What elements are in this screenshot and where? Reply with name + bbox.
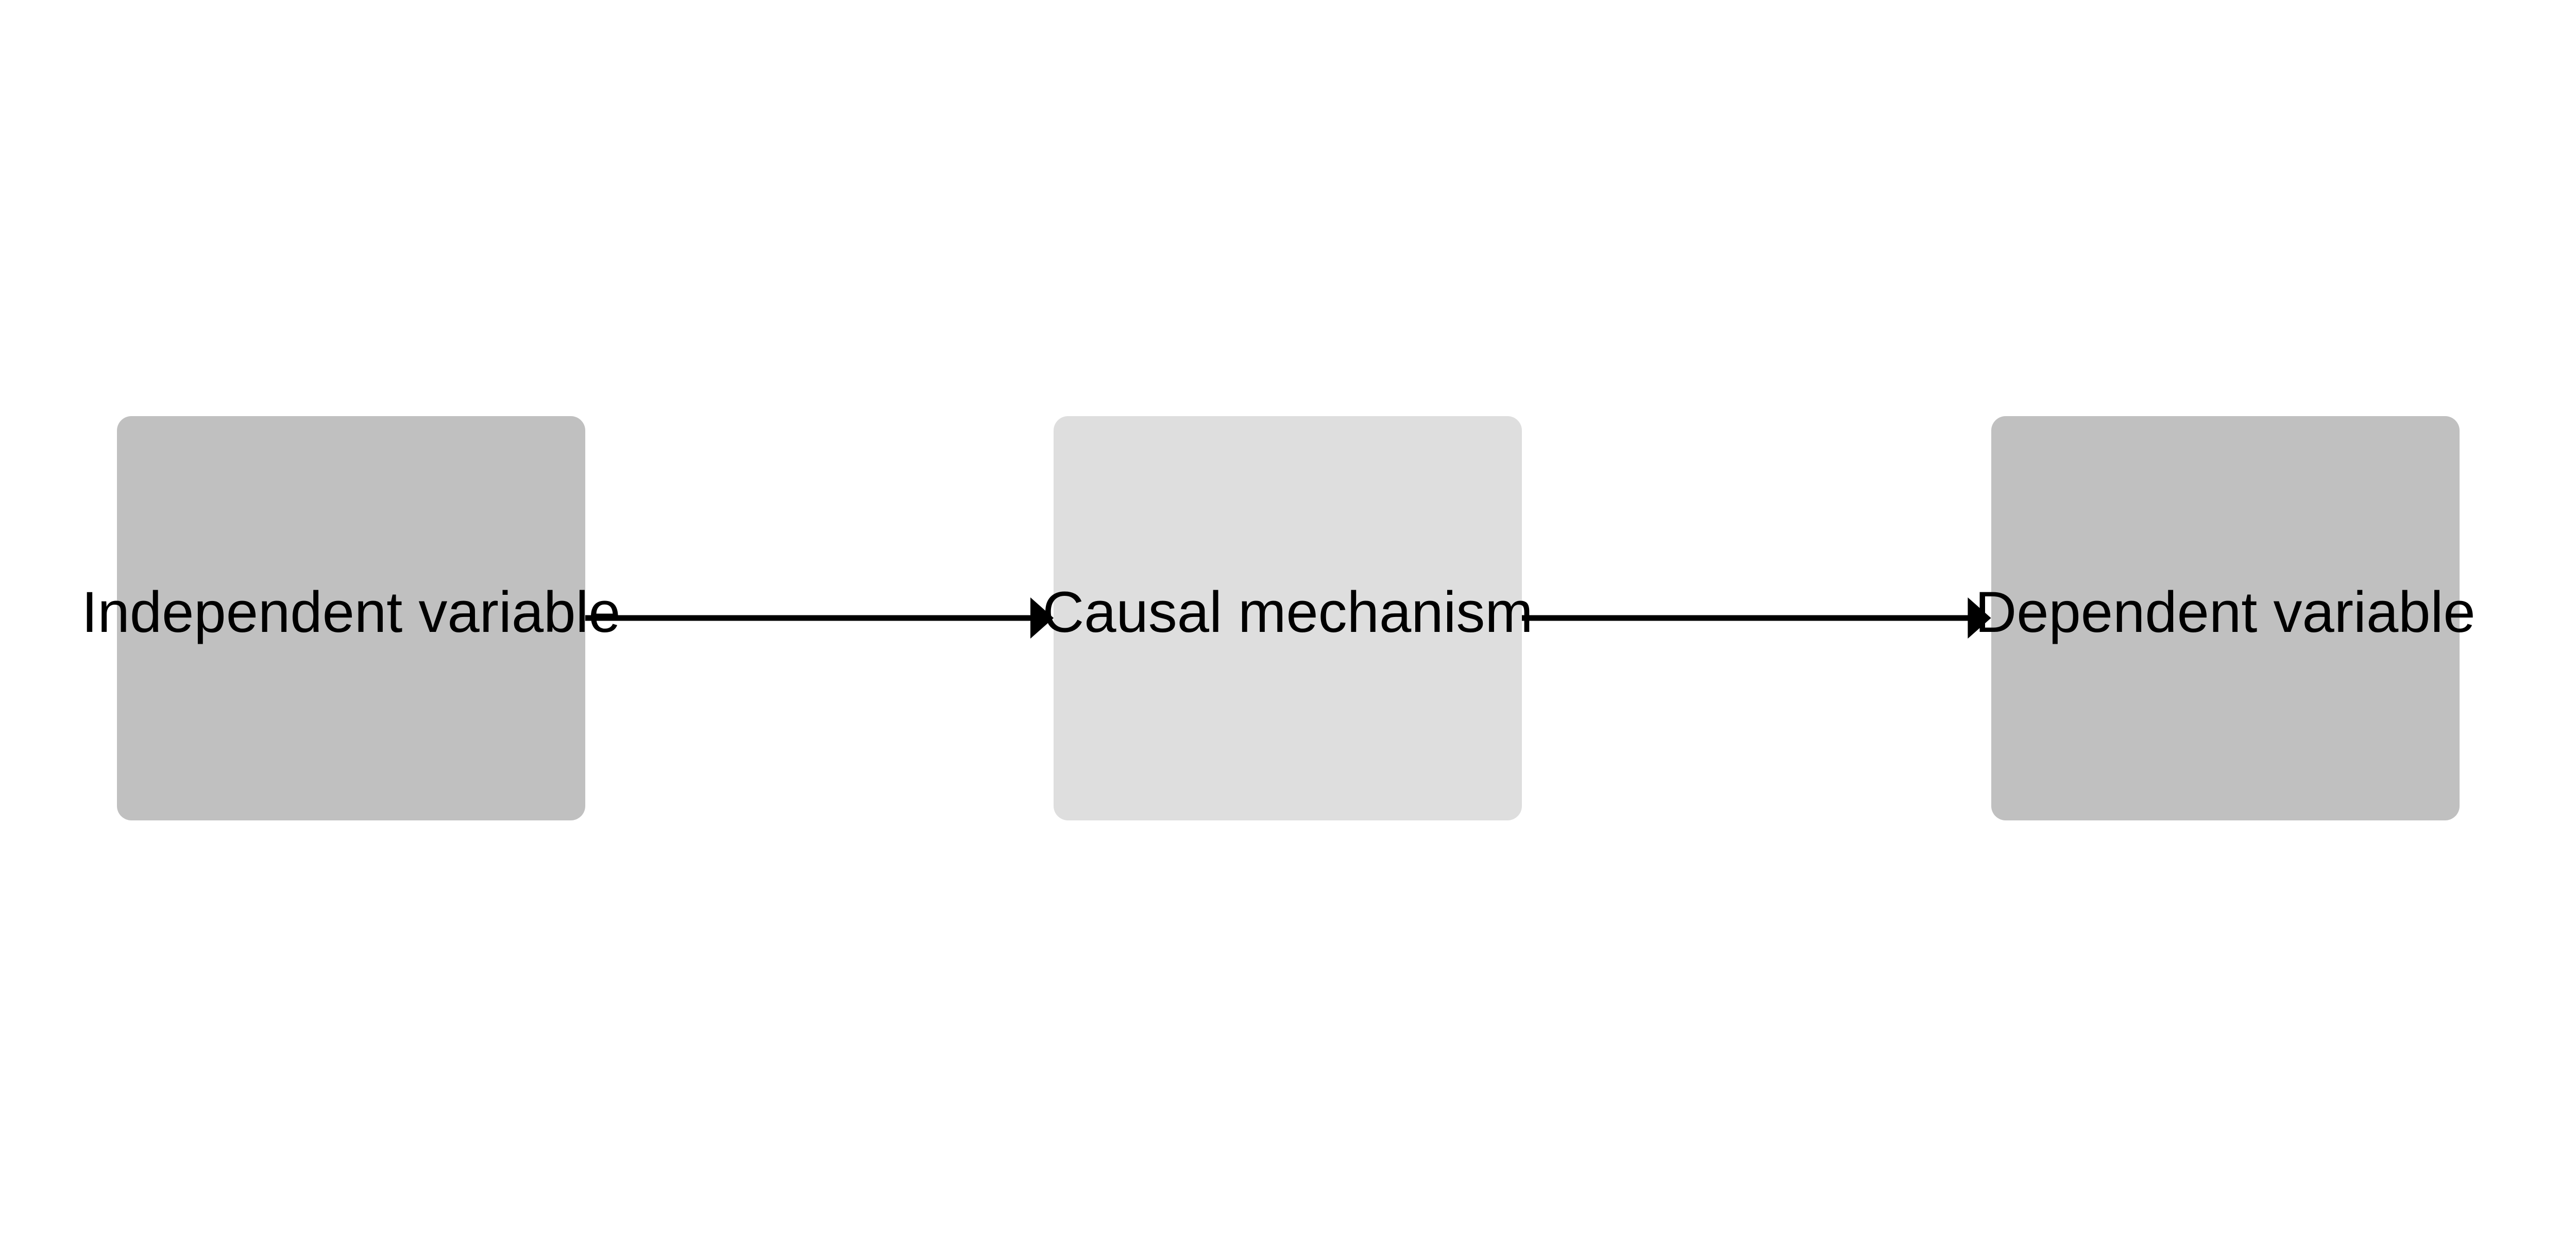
node-label: Causal mechanism [1042,580,1533,644]
edge-independent-to-mechanism [583,597,1054,639]
node-label: Dependent variable [1975,580,2476,644]
node-label: Independent variable [81,580,621,644]
node-dependent-variable: Dependent variable [1975,416,2476,820]
edge-mechanism-to-dependent [1520,597,1991,639]
arrowhead-icon [1968,597,1991,639]
node-causal-mechanism: Causal mechanism [1042,416,1533,820]
arrowhead-icon [1030,597,1054,639]
node-independent-variable: Independent variable [81,416,621,820]
